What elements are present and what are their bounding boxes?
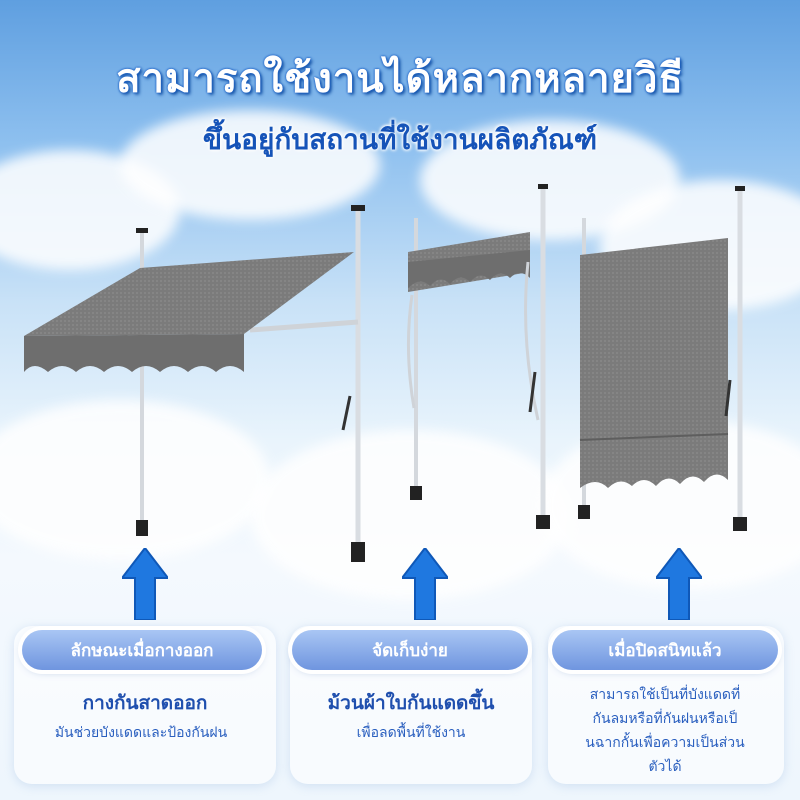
awning-rolled xyxy=(406,184,550,529)
awning-extended xyxy=(24,205,365,562)
cloud xyxy=(120,110,380,220)
panel-text-line: สามารถใช้เป็นที่บังแดดที่ xyxy=(589,687,741,703)
page-title: สามารถใช้งานได้หลากหลายวิธี xyxy=(116,56,684,102)
panel-label: จัดเก็บง่าย xyxy=(292,630,528,670)
arrow-up-icon xyxy=(122,548,168,620)
panel-heading: กางกันสาดออก xyxy=(82,692,208,714)
awning-closed xyxy=(578,186,747,531)
page-subtitle: ขึ้นอยู่กับสถานที่ใช้งานผลิตภัณฑ์ xyxy=(202,123,598,156)
arrow-up-icon xyxy=(656,548,702,620)
arrow-up-icon xyxy=(402,548,448,620)
panel-label: เมื่อปิดสนิทแล้ว xyxy=(552,630,778,670)
panel-text-line: ตัวได้ xyxy=(648,759,682,775)
panel-text: เพื่อลดพื้นที่ใช้งาน xyxy=(356,725,466,741)
panel-heading: ม้วนผ้าใบกันแดดขึ้น xyxy=(327,692,495,714)
panel-text-line: กันลมหรือที่กันฝนหรือเป็ xyxy=(592,711,738,727)
panel-label: ลักษณะเมื่อกางออก xyxy=(22,630,262,670)
cloud xyxy=(0,400,270,560)
panel-text: มันช่วยบังแดดและป้องกันฝน xyxy=(54,725,228,741)
panel-text-line: นฉากกั้นเพื่อความเป็นส่วน xyxy=(585,735,745,751)
